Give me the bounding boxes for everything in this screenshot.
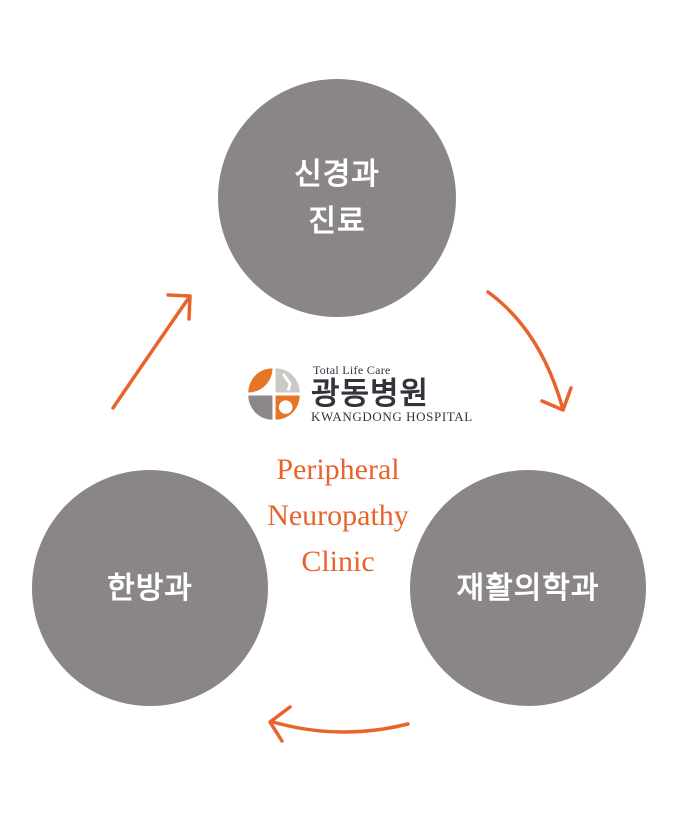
node-rehabilitation-medicine-label: 재활의학과 bbox=[456, 571, 600, 605]
kwangdong-hospital-logo: Total Life Care 광동병원 KWANGDONG HOSPITAL bbox=[246, 364, 473, 424]
clinic-title-line1: Peripheral bbox=[276, 453, 400, 486]
kwangdong-logo-icon bbox=[248, 368, 300, 420]
node-neurology-label-line2: 진료 bbox=[308, 205, 366, 238]
arrow-top-to-right-icon bbox=[486, 290, 573, 412]
node-neurology: 신경과 진료 bbox=[218, 79, 456, 317]
node-oriental-medicine-label: 한방과 bbox=[107, 571, 193, 605]
arrow-left-to-top-icon bbox=[111, 293, 192, 410]
node-rehabilitation-medicine: 재활의학과 bbox=[410, 470, 646, 706]
clinic-title-line2: Neuropathy bbox=[267, 499, 409, 532]
node-neurology-label-line1: 신경과 bbox=[294, 158, 380, 191]
logo-name-english: KWANGDONG HOSPITAL bbox=[311, 409, 473, 424]
logo-name-korean: 광동병원 bbox=[311, 376, 430, 411]
logo-tagline: Total Life Care bbox=[313, 363, 391, 377]
node-oriental-medicine: 한방과 bbox=[32, 470, 268, 706]
clinic-title-line3: Clinic bbox=[301, 545, 375, 578]
arrow-right-to-left-icon bbox=[268, 705, 410, 743]
logo-text-block: Total Life Care 광동병원 KWANGDONG HOSPITAL bbox=[311, 364, 473, 424]
clinic-title: Peripheral Neuropathy Clinic bbox=[0, 447, 676, 585]
